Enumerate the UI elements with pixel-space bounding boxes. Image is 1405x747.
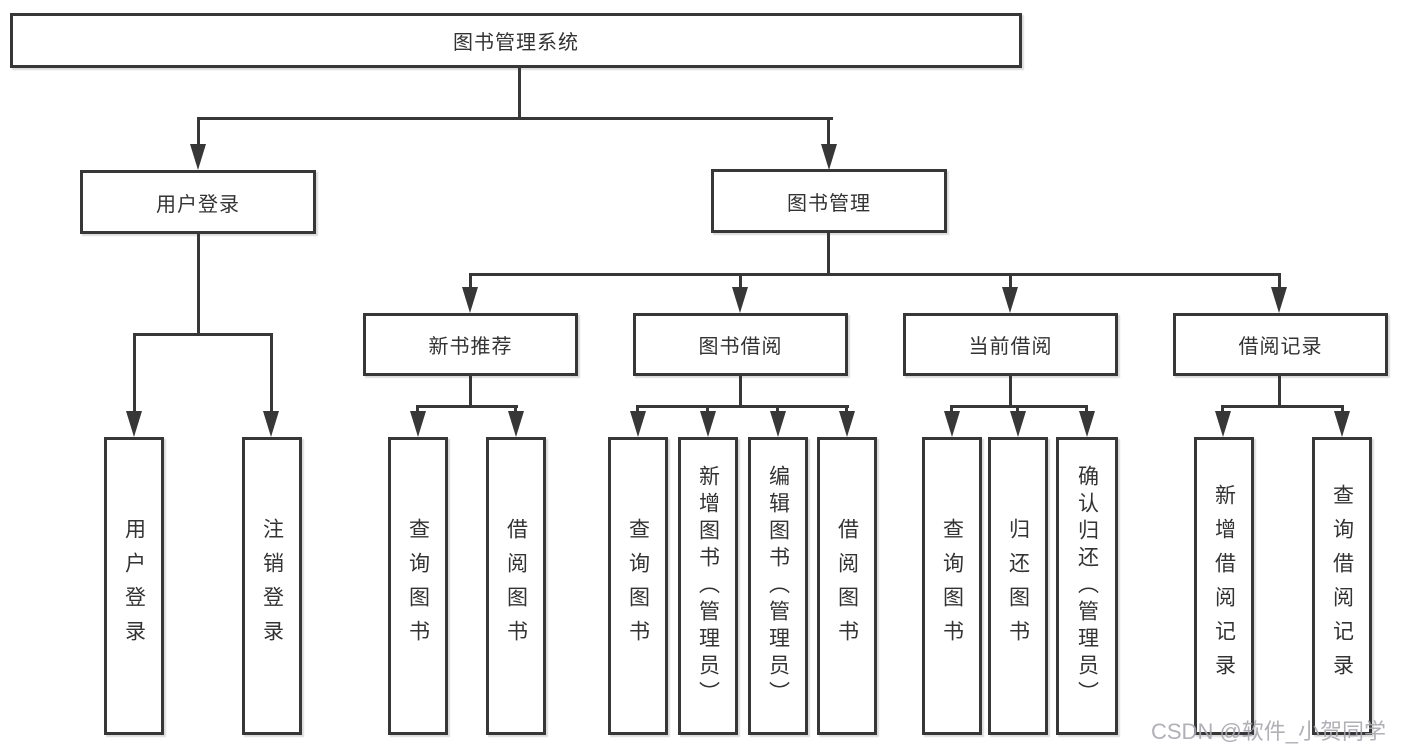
arrowhead-down-icon [508,411,524,437]
connector-line [1221,405,1224,415]
leaf-query-borrow-record: 查询借阅记录 [1312,437,1372,735]
arrowhead-down-icon [1215,411,1231,437]
connector-line [827,233,830,276]
connector-line [133,333,136,415]
node-new-book-recommendation: 新书推荐 [363,313,578,376]
arrowhead-down-icon [1079,411,1095,437]
connector-line [776,405,779,415]
connector-line [950,405,1088,408]
connector-line [469,273,1281,276]
arrowhead-down-icon [1002,287,1018,313]
arrowhead-down-icon [821,144,837,170]
connector-line [197,117,833,120]
leaf-edit-books-admin: 编辑图书（管理员） [748,437,808,735]
connector-line [518,68,521,120]
connector-line [1085,405,1088,415]
connector-line [845,405,848,415]
connector-line [739,376,742,408]
csdn-watermark: CSDN @软件_小贺同学 [1151,719,1387,744]
arrowhead-down-icon [1334,411,1350,437]
leaf-return-books: 归还图书 [988,437,1048,735]
node-label: 注销登录 [260,518,284,654]
arrowhead-down-icon [839,411,855,437]
arrowhead-down-icon [410,411,426,437]
connector-line [1016,405,1019,415]
node-root-library-system: 图书管理系统 [10,13,1022,68]
connector-line [706,405,709,415]
connector-line [827,117,830,147]
connector-line [469,273,472,293]
node-label: 确认归还（管理员） [1075,464,1099,708]
connector-line [1221,405,1344,408]
node-label: 用户登录 [122,518,146,654]
node-book-management: 图书管理 [711,169,947,233]
leaf-query-books-3: 查询图书 [922,437,982,735]
leaf-logout: 注销登录 [242,437,302,735]
arrowhead-down-icon [190,144,206,170]
leaf-confirm-return-admin: 确认归还（管理员） [1056,437,1118,735]
leaf-query-books-2: 查询图书 [608,437,668,735]
node-label: 图书借阅 [698,336,783,358]
arrowhead-down-icon [263,411,279,437]
connector-line [1278,273,1281,293]
connector-line [133,333,273,336]
node-label: 借阅图书 [835,518,859,654]
connector-line [270,333,273,415]
node-label: 图书管理 [787,192,871,215]
connector-line [1341,405,1344,415]
node-label: 归还图书 [1006,518,1030,654]
arrowhead-down-icon [770,411,786,437]
connector-line [950,405,953,415]
node-label: 查询图书 [940,518,964,654]
arrowhead-down-icon [462,287,478,313]
arrowhead-down-icon [944,411,960,437]
node-book-borrowing: 图书借阅 [633,313,848,376]
node-label: 当前借阅 [968,336,1053,358]
connector-line [636,405,849,408]
node-label: 用户登录 [156,193,240,216]
node-label: 新书推荐 [428,336,513,358]
node-borrowing-records: 借阅记录 [1173,313,1388,376]
node-user-login: 用户登录 [80,170,316,234]
node-label: 借阅图书 [504,518,528,654]
node-label: 新增借阅记录 [1212,484,1236,688]
leaf-user-login: 用户登录 [104,437,164,735]
connector-line [416,405,419,415]
arrowhead-down-icon [630,411,646,437]
connector-line [1009,273,1012,293]
connector-line [469,376,472,408]
node-label: 编辑图书（管理员） [766,464,790,708]
node-label: 查询图书 [626,518,650,654]
leaf-add-books-admin: 新增图书（管理员） [678,437,738,735]
arrowhead-down-icon [1010,411,1026,437]
connector-line [636,405,639,415]
node-label: 借阅记录 [1238,336,1323,358]
arrowhead-down-icon [700,411,716,437]
leaf-add-borrow-record: 新增借阅记录 [1194,437,1254,735]
connector-line [1009,376,1012,408]
leaf-borrow-books-1: 借阅图书 [486,437,546,735]
connector-line [416,405,518,408]
arrowhead-down-icon [732,287,748,313]
connector-line [739,273,742,293]
leaf-query-books-1: 查询图书 [388,437,448,735]
node-current-borrowing: 当前借阅 [903,313,1118,376]
leaf-borrow-books-2: 借阅图书 [817,437,877,735]
connector-line [1278,376,1281,408]
arrowhead-down-icon [1271,287,1287,313]
node-label: 图书管理系统 [453,32,579,54]
node-label: 查询借阅记录 [1330,484,1354,688]
arrowhead-down-icon [126,411,142,437]
connector-line [197,117,200,147]
node-label: 查询图书 [406,518,430,654]
connector-line [197,234,200,335]
connector-line [514,405,517,415]
node-label: 新增图书（管理员） [696,464,720,708]
